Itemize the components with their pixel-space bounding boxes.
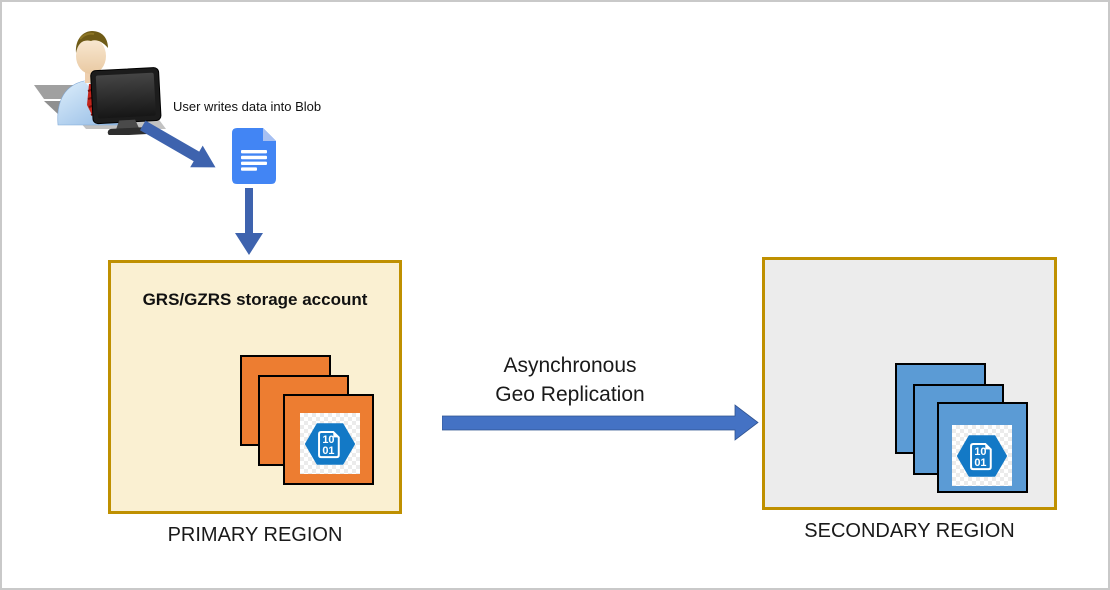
svg-text:01: 01 [322, 444, 334, 456]
svg-text:01: 01 [974, 456, 986, 468]
blob-stack-square: 10 01 [283, 394, 374, 485]
storage-account-title: GRS/GZRS storage account [142, 290, 368, 309]
person-at-computer-icon [34, 31, 166, 135]
binary-blob-hexagon-icon: 10 01 [952, 425, 1012, 486]
arrow-down [235, 188, 263, 255]
document-lines [241, 150, 267, 171]
blob-document-icon [232, 128, 276, 184]
blob-stack-square: 10 01 [937, 402, 1028, 493]
primary-region-label: PRIMARY REGION [167, 524, 343, 546]
secondary-region-label: SECONDARY REGION [804, 520, 1015, 542]
replication-label: Asynchronous Geo Replication [495, 354, 645, 406]
primary-region-box: GRS/GZRS storage account 10 01 [108, 260, 402, 514]
svg-text:10: 10 [322, 433, 334, 445]
binary-blob-hexagon-icon: 10 01 [300, 413, 360, 474]
geo-replication-arrow [442, 404, 759, 441]
arrow-diagonal-down-right [140, 120, 216, 168]
hair-highlight [79, 32, 95, 40]
monitor-icon [90, 67, 162, 135]
svg-text:10: 10 [974, 445, 986, 457]
user-writes-label: User writes data into Blob [173, 99, 322, 114]
head [76, 38, 106, 74]
secondary-region-box: 10 01 [762, 257, 1057, 510]
